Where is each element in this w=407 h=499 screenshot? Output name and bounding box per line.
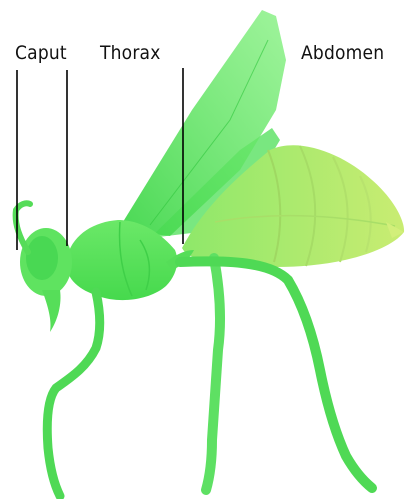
legs [47,258,372,496]
label-abdomen: Abdomen [301,42,384,64]
label-caput: Caput [15,42,67,64]
label-thorax: Thorax [100,42,161,64]
head [20,228,72,332]
